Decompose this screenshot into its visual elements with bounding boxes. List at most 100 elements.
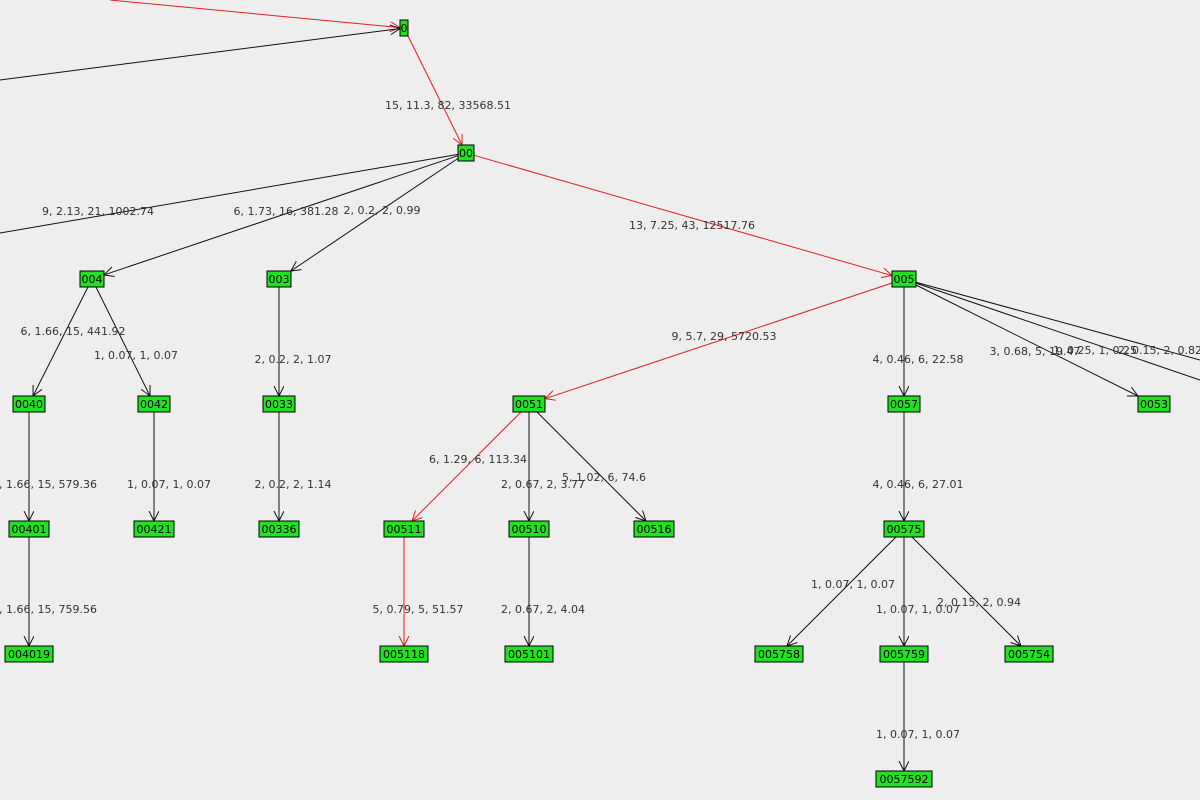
- tree-node-004019[interactable]: 004019: [4, 645, 54, 663]
- edge-00-to-005: [473, 154, 892, 275]
- tree-node-0051[interactable]: 0051: [512, 395, 546, 413]
- node-label: 0053: [1140, 398, 1168, 411]
- node-box[interactable]: [891, 270, 917, 288]
- edge-label-0042-to-00421: 1, 0.07, 1, 0.07: [127, 478, 211, 491]
- node-box[interactable]: [633, 520, 675, 538]
- tree-node-004[interactable]: 004: [79, 270, 105, 288]
- edge-00575-to-005754: [911, 536, 1021, 646]
- edge-0-to-00: [407, 35, 462, 145]
- edge-label-00511-to-005118: 5, 0.79, 5, 51.57: [373, 603, 464, 616]
- node-label: 0057: [890, 398, 918, 411]
- node-box[interactable]: [883, 520, 925, 538]
- node-label: 005759: [883, 648, 925, 661]
- node-box[interactable]: [887, 395, 921, 413]
- edge-label-005-to-0053: 3, 0.68, 5, 19.47: [990, 345, 1081, 358]
- node-box[interactable]: [79, 270, 105, 288]
- node-box[interactable]: [266, 270, 292, 288]
- node-box[interactable]: [379, 645, 429, 663]
- node-box[interactable]: [262, 395, 296, 413]
- tree-node-00510[interactable]: 00510: [508, 520, 550, 538]
- edge-label-0-to-00: 15, 11.3, 82, 33568.51: [385, 99, 511, 112]
- edge-offscreen-a-to-0: [109, 0, 400, 28]
- node-box[interactable]: [137, 395, 171, 413]
- node-box[interactable]: [1004, 645, 1054, 663]
- node-label: 004: [82, 273, 103, 286]
- node-box[interactable]: [875, 770, 933, 788]
- edge-label-005-to-0051: 9, 5.7, 29, 5720.53: [672, 330, 777, 343]
- tree-node-005758[interactable]: 005758: [754, 645, 804, 663]
- node-label: 0040: [15, 398, 43, 411]
- edge-004-to-0040: [33, 286, 89, 396]
- node-box[interactable]: [508, 520, 550, 538]
- node-label: 003: [269, 273, 290, 286]
- tree-node-0053[interactable]: 0053: [1137, 395, 1171, 413]
- tree-node-0057592[interactable]: 0057592: [875, 770, 933, 788]
- node-box[interactable]: [879, 645, 929, 663]
- node-label: 005754: [1008, 648, 1050, 661]
- edge-label-00-to-offscreen-c: 9, 2.13, 21, 1002.74: [42, 205, 154, 218]
- node-box[interactable]: [504, 645, 554, 663]
- edge-label-004-to-0040: 6, 1.66, 15, 441.92: [21, 325, 126, 338]
- node-box[interactable]: [512, 395, 546, 413]
- tree-node-0033[interactable]: 0033: [262, 395, 296, 413]
- edge-00-to-003: [291, 157, 459, 271]
- node-box[interactable]: [12, 395, 46, 413]
- node-label: 00516: [637, 523, 672, 536]
- tree-node-0[interactable]: 0: [399, 19, 409, 37]
- edges-layer: [0, 0, 1200, 771]
- edge-0051-to-00516: [536, 411, 646, 521]
- node-box[interactable]: [754, 645, 804, 663]
- node-box[interactable]: [8, 520, 50, 538]
- edge-005-to-offscreen-d: [915, 281, 1200, 361]
- edge-00-to-offscreen-c: [0, 153, 459, 234]
- edge-005-to-0053: [915, 284, 1138, 396]
- edge-00575-to-005758: [787, 536, 897, 646]
- node-label: 00421: [137, 523, 172, 536]
- node-label: 0042: [140, 398, 168, 411]
- tree-node-005101[interactable]: 005101: [504, 645, 554, 663]
- tree-node-005759[interactable]: 005759: [879, 645, 929, 663]
- node-box[interactable]: [133, 520, 175, 538]
- tree-node-005118[interactable]: 005118: [379, 645, 429, 663]
- node-box[interactable]: [258, 520, 300, 538]
- tree-node-00575[interactable]: 00575: [883, 520, 925, 538]
- tree-node-003[interactable]: 003: [266, 270, 292, 288]
- tree-node-00516[interactable]: 00516: [633, 520, 675, 538]
- edge-label-00575-to-005759: 1, 0.07, 1, 0.07: [876, 603, 960, 616]
- node-label: 005758: [758, 648, 800, 661]
- edge-label-005-to-0057: 4, 0.46, 6, 22.58: [873, 353, 964, 366]
- node-box[interactable]: [4, 645, 54, 663]
- edge-label-00575-to-005758: 1, 0.07, 1, 0.07: [811, 578, 895, 591]
- node-box[interactable]: [383, 520, 425, 538]
- edge-004-to-0042: [95, 286, 150, 396]
- edge-label-003-to-0033: 2, 0.2, 2, 1.07: [255, 353, 332, 366]
- tree-node-00[interactable]: 00: [457, 144, 475, 162]
- tree-node-00421[interactable]: 00421: [133, 520, 175, 538]
- node-label: 0033: [265, 398, 293, 411]
- edge-label-00-to-003: 2, 0.2, 2, 0.99: [344, 204, 421, 217]
- tree-node-0057[interactable]: 0057: [887, 395, 921, 413]
- node-label: 0: [401, 22, 408, 35]
- tree-node-00401[interactable]: 00401: [8, 520, 50, 538]
- tree-node-005[interactable]: 005: [891, 270, 917, 288]
- tree-node-0042[interactable]: 0042: [137, 395, 171, 413]
- tree-node-00336[interactable]: 00336: [258, 520, 300, 538]
- edge-005-to-offscreen-e: [915, 282, 1200, 381]
- edge-label-005-to-offscreen-e: 2, 0.15, 2, 0.82: [1118, 344, 1200, 357]
- node-label: 00510: [512, 523, 547, 536]
- edge-label-00-to-005: 13, 7.25, 43, 12517.76: [629, 219, 755, 232]
- edge-label-004-to-0042: 1, 0.07, 1, 0.07: [94, 349, 178, 362]
- edge-labels-layer: 15, 11.3, 82, 33568.51 9, 2.13, 21, 1002.…: [0, 99, 1200, 741]
- node-label: 005118: [383, 648, 425, 661]
- tree-node-00511[interactable]: 00511: [383, 520, 425, 538]
- node-box[interactable]: [457, 144, 475, 162]
- edge-label-005759-to-0057592: 1, 0.07, 1, 0.07: [876, 728, 960, 741]
- tree-node-005754[interactable]: 005754: [1004, 645, 1054, 663]
- tree-node-0040[interactable]: 0040: [12, 395, 46, 413]
- node-box[interactable]: [399, 19, 409, 37]
- edge-00-to-004: [104, 155, 459, 275]
- edge-label-0040-to-00401: , 1.66, 15, 579.36: [0, 478, 97, 491]
- node-box[interactable]: [1137, 395, 1171, 413]
